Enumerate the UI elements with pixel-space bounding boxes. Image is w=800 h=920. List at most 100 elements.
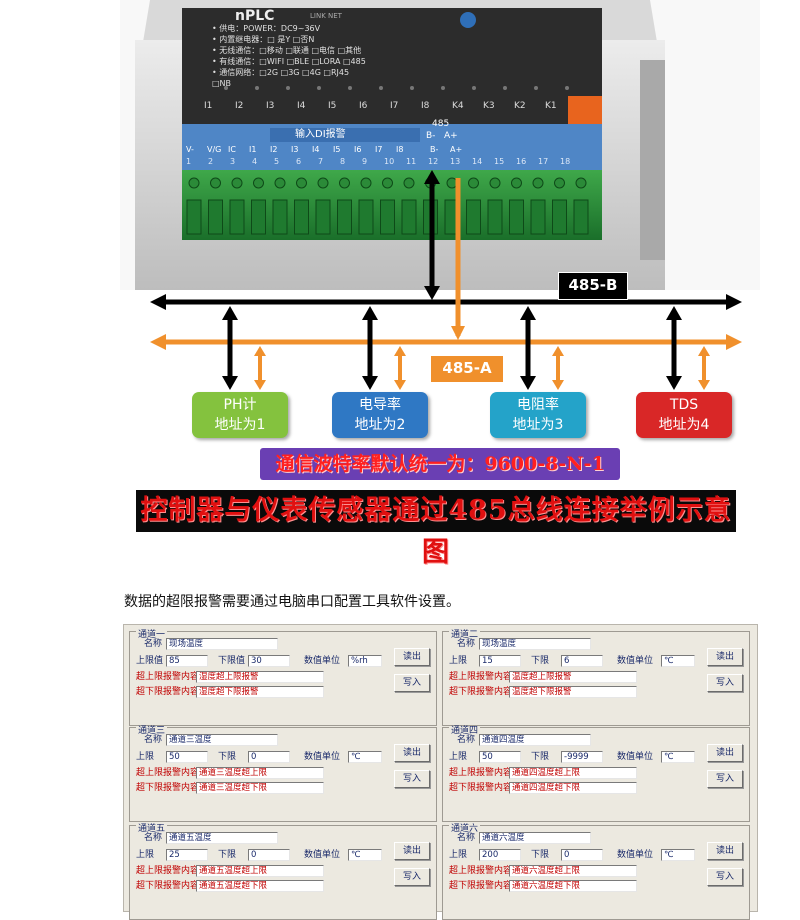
name-input[interactable]: 通道三温度 [166, 734, 278, 746]
upper-limit-input[interactable]: 85 [166, 655, 208, 667]
terminal-slot [552, 199, 567, 235]
upper-limit-input[interactable]: 200 [479, 849, 521, 861]
name-input[interactable]: 现场温度 [166, 638, 278, 650]
unit-label: 数值单位 [304, 752, 341, 762]
write-button[interactable]: 写入 [707, 674, 743, 692]
upper-limit-input[interactable]: 50 [166, 751, 208, 763]
sensor-name: 电导率 [359, 397, 401, 413]
name-label: 名称 [457, 833, 476, 843]
sensor-name: TDS [669, 397, 699, 413]
unit-input[interactable]: %rh [348, 655, 382, 667]
terminal-label: I5 [333, 145, 341, 154]
name-input[interactable]: 通道六温度 [479, 832, 591, 844]
write-button[interactable]: 写入 [707, 770, 743, 788]
sensor-box-3: 电阻率地址为3 [490, 392, 586, 438]
upper-limit-input[interactable]: 15 [479, 655, 521, 667]
upper-alarm-input[interactable]: 通道五温度超上限 [196, 865, 324, 877]
lower-limit-input[interactable]: 0 [248, 751, 290, 763]
terminal-label: I4 [312, 145, 320, 154]
unit-input[interactable]: ℃ [661, 655, 695, 667]
name-input[interactable]: 现场温度 [479, 638, 591, 650]
a-drop-arrow [698, 346, 710, 356]
read-button[interactable]: 读出 [394, 842, 430, 860]
upper-alarm-label: 超上限报警内容 [136, 672, 200, 682]
terminal-screw [468, 177, 479, 189]
lower-alarm-input[interactable]: 通道三温度超下限 [196, 782, 324, 794]
upper-limit-label: 上限 [449, 850, 468, 860]
terminal-slot [401, 199, 417, 235]
terminal-number: 13 [450, 157, 461, 166]
spec-line: • 无线通信：□移动 □联通 □电信 □其他 [212, 46, 362, 55]
terminal-slot [358, 199, 374, 235]
unit-label: 数值单位 [617, 850, 654, 860]
upper-alarm-input[interactable]: 通道六温度超上限 [509, 865, 637, 877]
lower-alarm-input[interactable]: 通道六温度超下限 [509, 880, 637, 892]
b-drop-arrow [362, 376, 378, 390]
upper-alarm-input[interactable]: 通道三温度超上限 [196, 767, 324, 779]
sensor-address: 地址为3 [512, 417, 564, 433]
write-button[interactable]: 写入 [707, 868, 743, 886]
bus-port-label: B- [426, 131, 436, 141]
lower-limit-input[interactable]: 6 [561, 655, 603, 667]
upper-alarm-label: 超上限报警内容 [449, 672, 513, 682]
lower-alarm-input[interactable]: 通道四温度超下限 [509, 782, 637, 794]
terminal-slot [530, 199, 546, 235]
indicator-label: K3 [483, 101, 495, 111]
channel-title: 通道一 [136, 630, 168, 640]
terminal-label: V- [186, 145, 194, 154]
indicator-label: I1 [204, 101, 213, 111]
b-drop-arrow [362, 306, 378, 320]
read-button[interactable]: 读出 [707, 648, 743, 666]
indicator-label: I7 [390, 101, 399, 111]
lower-alarm-label: 超下限报警内容 [136, 783, 200, 793]
led-icon [534, 86, 538, 90]
read-button[interactable]: 读出 [394, 744, 430, 762]
lower-limit-input[interactable]: 30 [248, 655, 290, 667]
indicator-label: K4 [452, 101, 464, 111]
terminal-number: 10 [384, 157, 395, 166]
sensor-box-2: 电导率地址为2 [332, 392, 428, 438]
upper-limit-input[interactable]: 50 [479, 751, 521, 763]
read-button[interactable]: 读出 [707, 842, 743, 860]
led-icon [286, 86, 290, 90]
b-drop-arrow [520, 376, 536, 390]
write-button[interactable]: 写入 [394, 770, 430, 788]
upper-alarm-input[interactable]: 湿度超上限报警 [196, 671, 324, 683]
lower-alarm-input[interactable]: 通道五温度超下限 [196, 880, 324, 892]
lower-limit-input[interactable]: 0 [248, 849, 290, 861]
upper-limit-input[interactable]: 25 [166, 849, 208, 861]
upper-alarm-input[interactable]: 通道四温度超上限 [509, 767, 637, 779]
unit-input[interactable]: ℃ [348, 751, 382, 763]
diagram-caption: 控制器与仪表传感器通过485总线连接举例示意图 [136, 490, 736, 568]
name-input[interactable]: 通道四温度 [479, 734, 591, 746]
read-button[interactable]: 读出 [394, 648, 430, 666]
terminal-slot [186, 199, 202, 235]
unit-label: 数值单位 [304, 656, 341, 666]
unit-input[interactable]: ℃ [661, 751, 695, 763]
lower-limit-input[interactable]: -9999 [561, 751, 603, 763]
terminal-screw [339, 177, 350, 189]
lower-alarm-input[interactable]: 温度超下限报警 [509, 686, 637, 698]
write-button[interactable]: 写入 [394, 674, 430, 692]
terminal-screw [489, 177, 501, 189]
terminal-slot [294, 199, 309, 235]
lower-alarm-label: 超下限报警内容 [136, 687, 200, 697]
unit-input[interactable]: ℃ [661, 849, 695, 861]
terminal-number: 7 [318, 157, 324, 166]
lower-alarm-label: 超下限报警内容 [136, 881, 200, 891]
read-button[interactable]: 读出 [707, 744, 743, 762]
name-input[interactable]: 通道五温度 [166, 832, 278, 844]
upper-alarm-input[interactable]: 温度超上限报警 [509, 671, 637, 683]
name-label: 名称 [144, 833, 163, 843]
indicator-label: I2 [235, 101, 244, 111]
lower-alarm-input[interactable]: 湿度超下限报警 [196, 686, 324, 698]
a-drop-arrow [394, 380, 406, 390]
unit-input[interactable]: ℃ [348, 849, 382, 861]
write-button[interactable]: 写入 [394, 868, 430, 886]
lower-limit-input[interactable]: 0 [561, 849, 603, 861]
